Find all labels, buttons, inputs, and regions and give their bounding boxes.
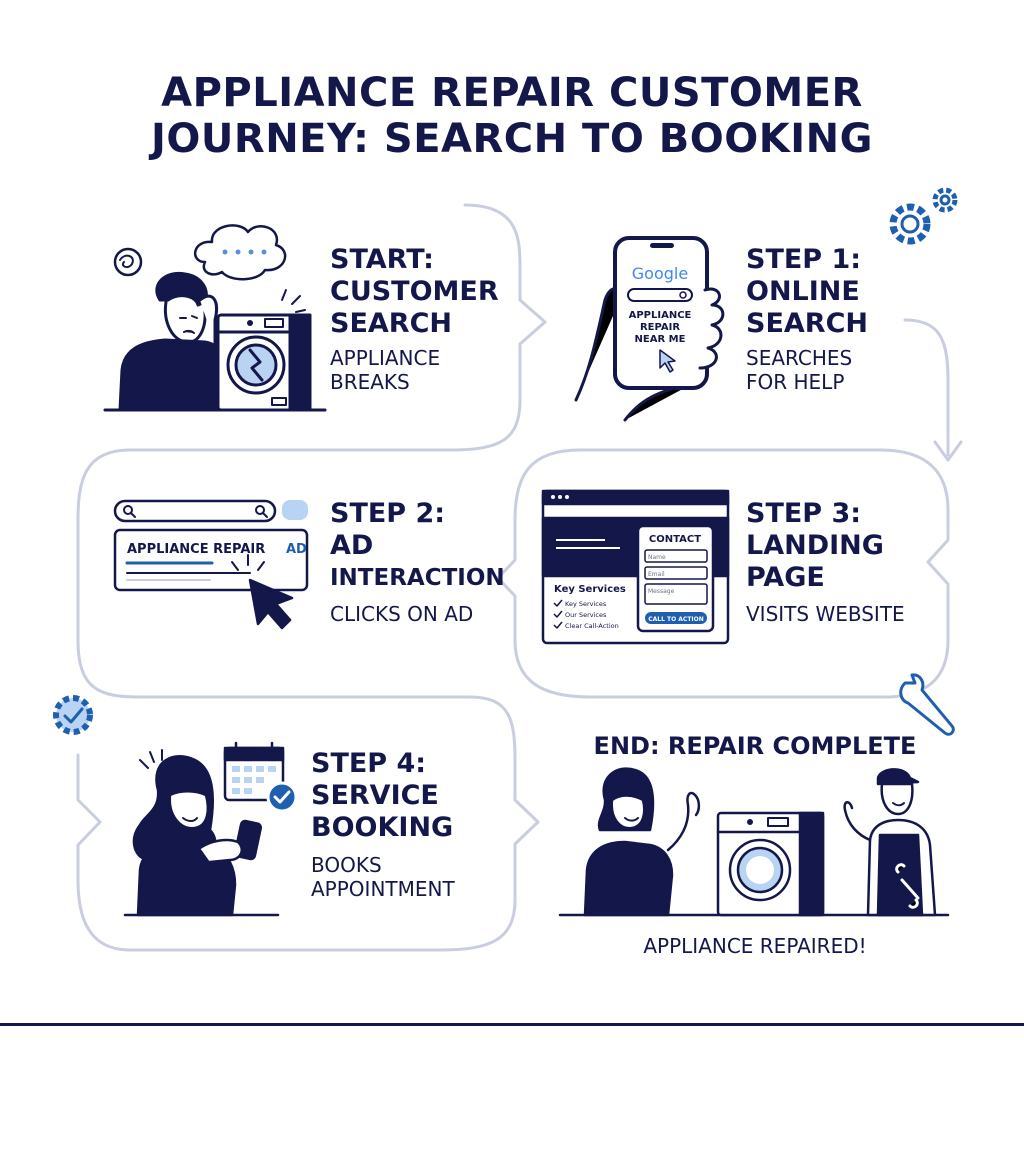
service-item-2: Our Services: [565, 611, 607, 619]
page-title: APPLIANCE REPAIR CUSTOMER JOURNEY: SEARC…: [0, 70, 1024, 162]
step-start-title-line-3: SEARCH: [330, 308, 452, 339]
services-heading: Key Services: [554, 584, 626, 595]
step-1-title: STEP 1: ONLINE SEARCH: [746, 244, 868, 340]
step-4-desc-line-1: BOOKS: [311, 853, 382, 877]
ad-label: APPLIANCE REPAIR: [127, 542, 265, 557]
step-1-desc-line-2: FOR HELP: [746, 370, 845, 394]
step-1-title-line-3: SEARCH: [746, 308, 868, 339]
step-4-title-line-3: BOOKING: [311, 812, 454, 843]
step-start-title-line-2: CUSTOMER: [330, 276, 499, 307]
step-1-desc-line-1: SEARCHES: [746, 346, 853, 370]
step-4-desc-line-2: APPOINTMENT: [311, 877, 455, 901]
check-gear-icon: [53, 695, 93, 735]
step-1-description: SEARCHES FOR HELP: [746, 346, 852, 394]
page-title-line-2: JOURNEY: SEARCH TO BOOKING: [151, 116, 873, 162]
step-4-title: STEP 4: SERVICE BOOKING: [311, 748, 453, 844]
step-3-title-line-3: PAGE: [746, 562, 825, 593]
bottom-divider: [0, 1023, 1024, 1026]
google-logo: Google: [632, 264, 688, 283]
website-icon: [541, 489, 730, 645]
contact-heading: CONTACT: [649, 534, 701, 545]
step-4-title-line-1: STEP 4:: [311, 748, 427, 779]
contact-field-name: Name: [648, 554, 666, 561]
step-3-description: VISITS WEBSITE: [746, 602, 905, 626]
step-3-desc-line-1: VISITS WEBSITE: [746, 602, 905, 626]
step-2-title-line-1: STEP 2:: [330, 498, 446, 529]
step-start-title: START: CUSTOMER SEARCH: [330, 244, 499, 340]
page-title-line-1: APPLIANCE REPAIR CUSTOMER: [161, 70, 863, 116]
step-3-title: STEP 3: LANDING PAGE: [746, 498, 884, 594]
step-1-title-line-2: ONLINE: [746, 276, 860, 307]
journey-connector-path: [76, 203, 963, 952]
step-start-desc-line-1: APPLIANCE: [330, 346, 441, 370]
step-start-description: APPLIANCE BREAKS: [330, 346, 440, 394]
ad-tag: AD: [286, 542, 307, 557]
step-2-title: STEP 2: AD INTERACTION: [330, 498, 505, 594]
phone-query-line-1: APPLIANCE: [629, 310, 692, 321]
step-2-description: CLICKS ON AD: [330, 602, 473, 626]
step-4-title-line-2: SERVICE: [311, 780, 439, 811]
service-item-1: Key Services: [565, 600, 607, 608]
step-end-desc-line-1: APPLIANCE REPAIRED!: [643, 934, 867, 958]
step-2-title-line-2: AD: [330, 530, 374, 561]
step-1-title-line-1: STEP 1:: [746, 244, 862, 275]
step-2-desc-line-1: CLICKS ON AD: [330, 602, 474, 626]
contact-field-email: Email: [648, 571, 665, 578]
step-4-description: BOOKS APPOINTMENT: [311, 853, 455, 901]
contact-field-message: Message: [648, 588, 675, 595]
cta-button-label: CALL TO ACTION: [648, 616, 704, 623]
calendar-booking-icon: [123, 741, 298, 917]
phone-query-line-2: REPAIR: [640, 322, 680, 333]
wrench-icon: [899, 673, 955, 736]
phone-query-line-3: NEAR ME: [635, 334, 686, 345]
step-3-title-line-2: LANDING: [746, 530, 884, 561]
step-end-title: END: REPAIR COMPLETE: [560, 730, 950, 762]
step-end-title-line-1: END: REPAIR COMPLETE: [593, 732, 917, 760]
service-item-3: Clear Call-Action: [565, 622, 619, 630]
step-3-title-line-1: STEP 3:: [746, 498, 862, 529]
step-start-desc-line-2: BREAKS: [330, 370, 410, 394]
step-end-description: APPLIANCE REPAIRED!: [560, 934, 950, 958]
ad-click-icon: [113, 499, 309, 630]
step-2-title-line-3: INTERACTION: [330, 565, 505, 591]
customer-technician-washer-icon: [558, 767, 950, 917]
step-start-title-line-1: START:: [330, 244, 434, 275]
confused-person-broken-washer-icon: [103, 224, 327, 412]
phone-search-icon: [574, 236, 725, 422]
gears-icon: [889, 187, 958, 245]
